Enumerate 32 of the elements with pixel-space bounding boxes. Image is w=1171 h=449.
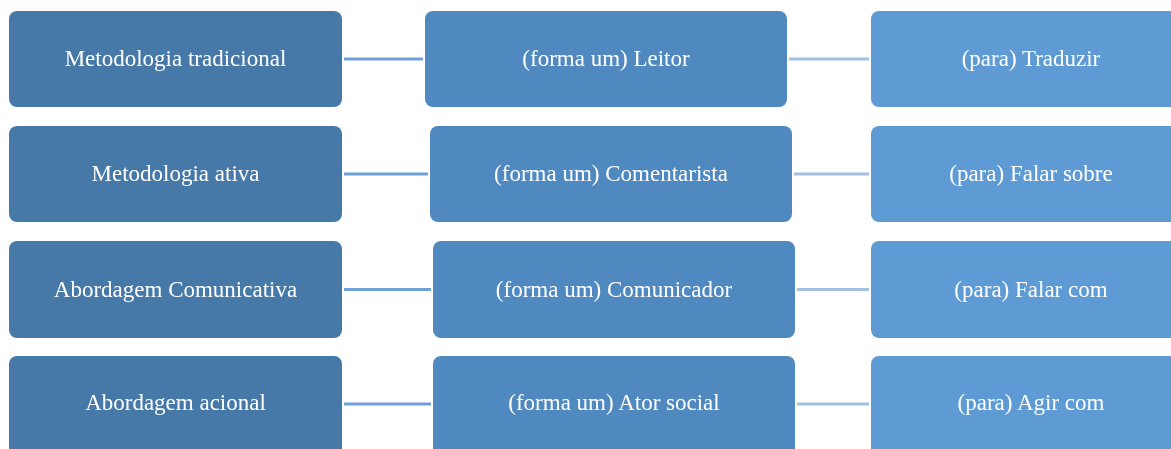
box-label: (forma um) Comunicador: [495, 276, 733, 303]
box-label: (forma um) Leitor: [522, 46, 690, 72]
box-label: (para) Traduzir: [961, 46, 1101, 72]
process-box: [9, 11, 342, 107]
connector-line: [344, 172, 428, 176]
process-box: [425, 11, 787, 107]
process-box: [9, 126, 342, 222]
connector-line: [344, 57, 423, 61]
process-box: [9, 356, 342, 449]
process-box: [433, 356, 795, 449]
process-box: [871, 356, 1171, 449]
box-label: Metodologia ativa: [91, 161, 260, 187]
connector-line: [344, 402, 431, 406]
box-label: Abordagem acional: [85, 390, 266, 416]
process-box: [9, 241, 342, 338]
box-label: (forma um) Ator social: [508, 390, 720, 416]
process-box: [433, 241, 795, 338]
box-label: (forma um) Comentarista: [494, 161, 728, 187]
process-box: [871, 11, 1171, 107]
box-label: Metodologia tradicional: [64, 46, 287, 72]
box-label: (para) Agir com: [957, 390, 1105, 416]
process-box: [871, 241, 1171, 338]
process-box: [871, 126, 1171, 222]
connector-line: [794, 172, 869, 176]
connector-line: [797, 402, 869, 406]
connector-line: [344, 288, 431, 291]
box-label: Abordagem Comunicativa: [53, 276, 298, 303]
box-label: (para) Falar com: [954, 276, 1108, 303]
connector-line: [789, 57, 869, 61]
process-box: [430, 126, 792, 222]
connector-line: [797, 288, 869, 291]
box-label: (para) Falar sobre: [949, 161, 1113, 187]
